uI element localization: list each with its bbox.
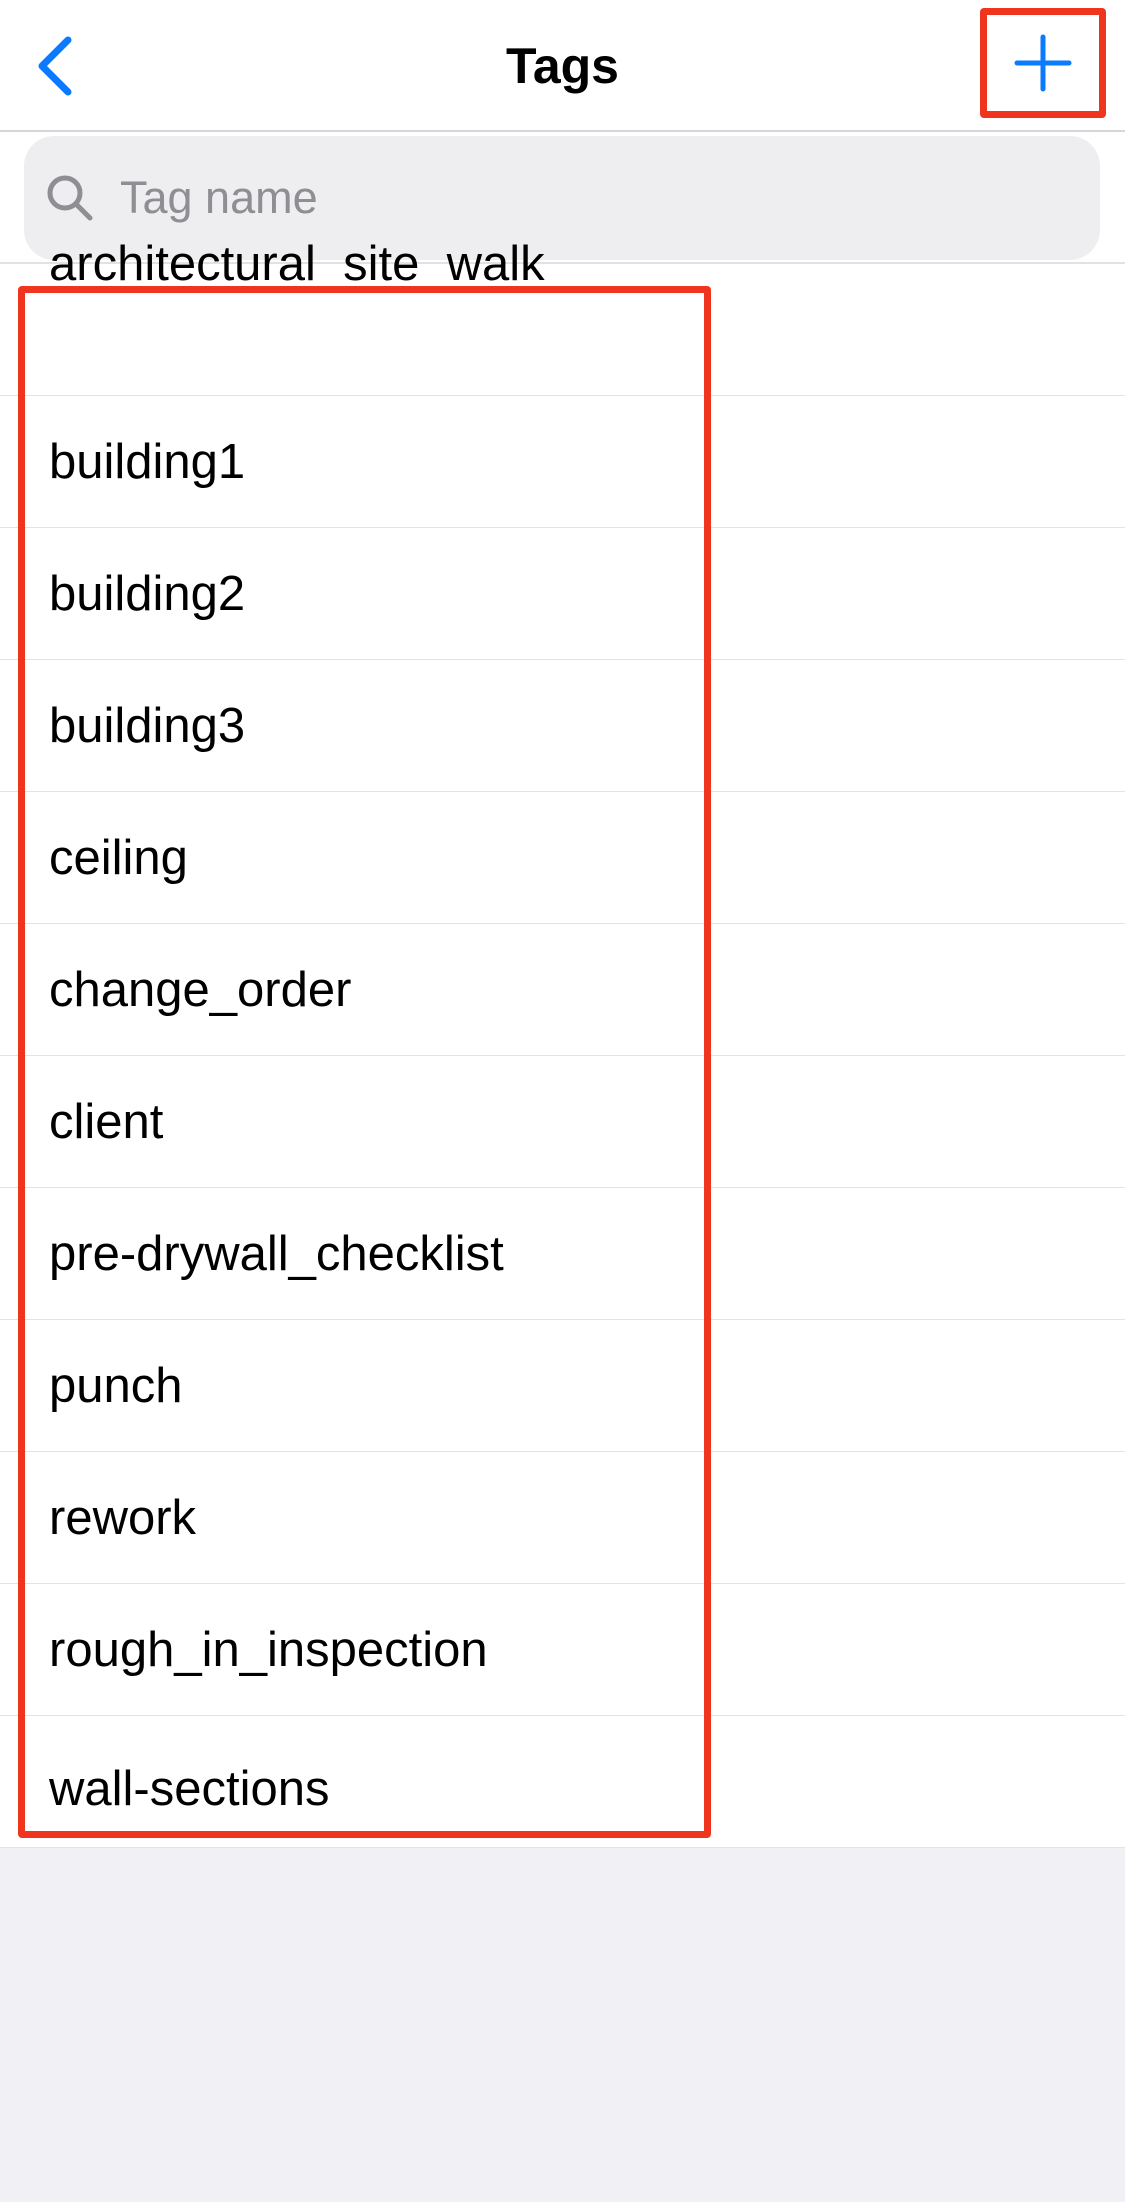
list-item[interactable]: pre-drywall_checklist [0, 1188, 1125, 1320]
tag-label: punch [49, 1359, 183, 1413]
tag-label: change_order [49, 963, 352, 1017]
tag-list: architectural_site_walk building1 buildi… [0, 237, 1125, 1848]
tag-label: building3 [49, 699, 246, 753]
search-field[interactable] [24, 136, 1100, 260]
search-icon [47, 175, 93, 221]
list-item[interactable]: punch [0, 1320, 1125, 1452]
list-item[interactable]: ceiling [0, 792, 1125, 924]
tag-label: client [49, 1095, 164, 1149]
tag-label: ceiling [49, 831, 188, 885]
tag-label: architectural_site_walk [49, 237, 545, 291]
chevron-left-icon [38, 36, 72, 96]
tag-label: rework [49, 1491, 197, 1545]
page-title: Tags [506, 38, 619, 94]
tag-label: wall-sections [49, 1762, 330, 1816]
tag-label: rough_in_inspection [49, 1623, 488, 1677]
tag-label: pre-drywall_checklist [49, 1227, 504, 1281]
navigation-bar: Tags [0, 0, 1125, 132]
list-item[interactable]: building2 [0, 528, 1125, 660]
tag-label: building1 [49, 435, 246, 489]
list-item[interactable]: architectural_site_walk [0, 237, 1125, 396]
list-item[interactable]: building1 [0, 396, 1125, 528]
back-button[interactable] [14, 24, 94, 108]
list-item[interactable]: change_order [0, 924, 1125, 1056]
tag-label: building2 [49, 567, 246, 621]
list-item[interactable]: wall-sections [0, 1716, 1125, 1848]
search-input[interactable] [108, 136, 1068, 260]
list-item[interactable]: rough_in_inspection [0, 1584, 1125, 1716]
list-item[interactable]: rework [0, 1452, 1125, 1584]
search-bar [0, 132, 1125, 264]
plus-icon [1014, 34, 1072, 92]
add-tag-button[interactable] [980, 8, 1106, 118]
list-item[interactable]: client [0, 1056, 1125, 1188]
list-item[interactable]: building3 [0, 660, 1125, 792]
